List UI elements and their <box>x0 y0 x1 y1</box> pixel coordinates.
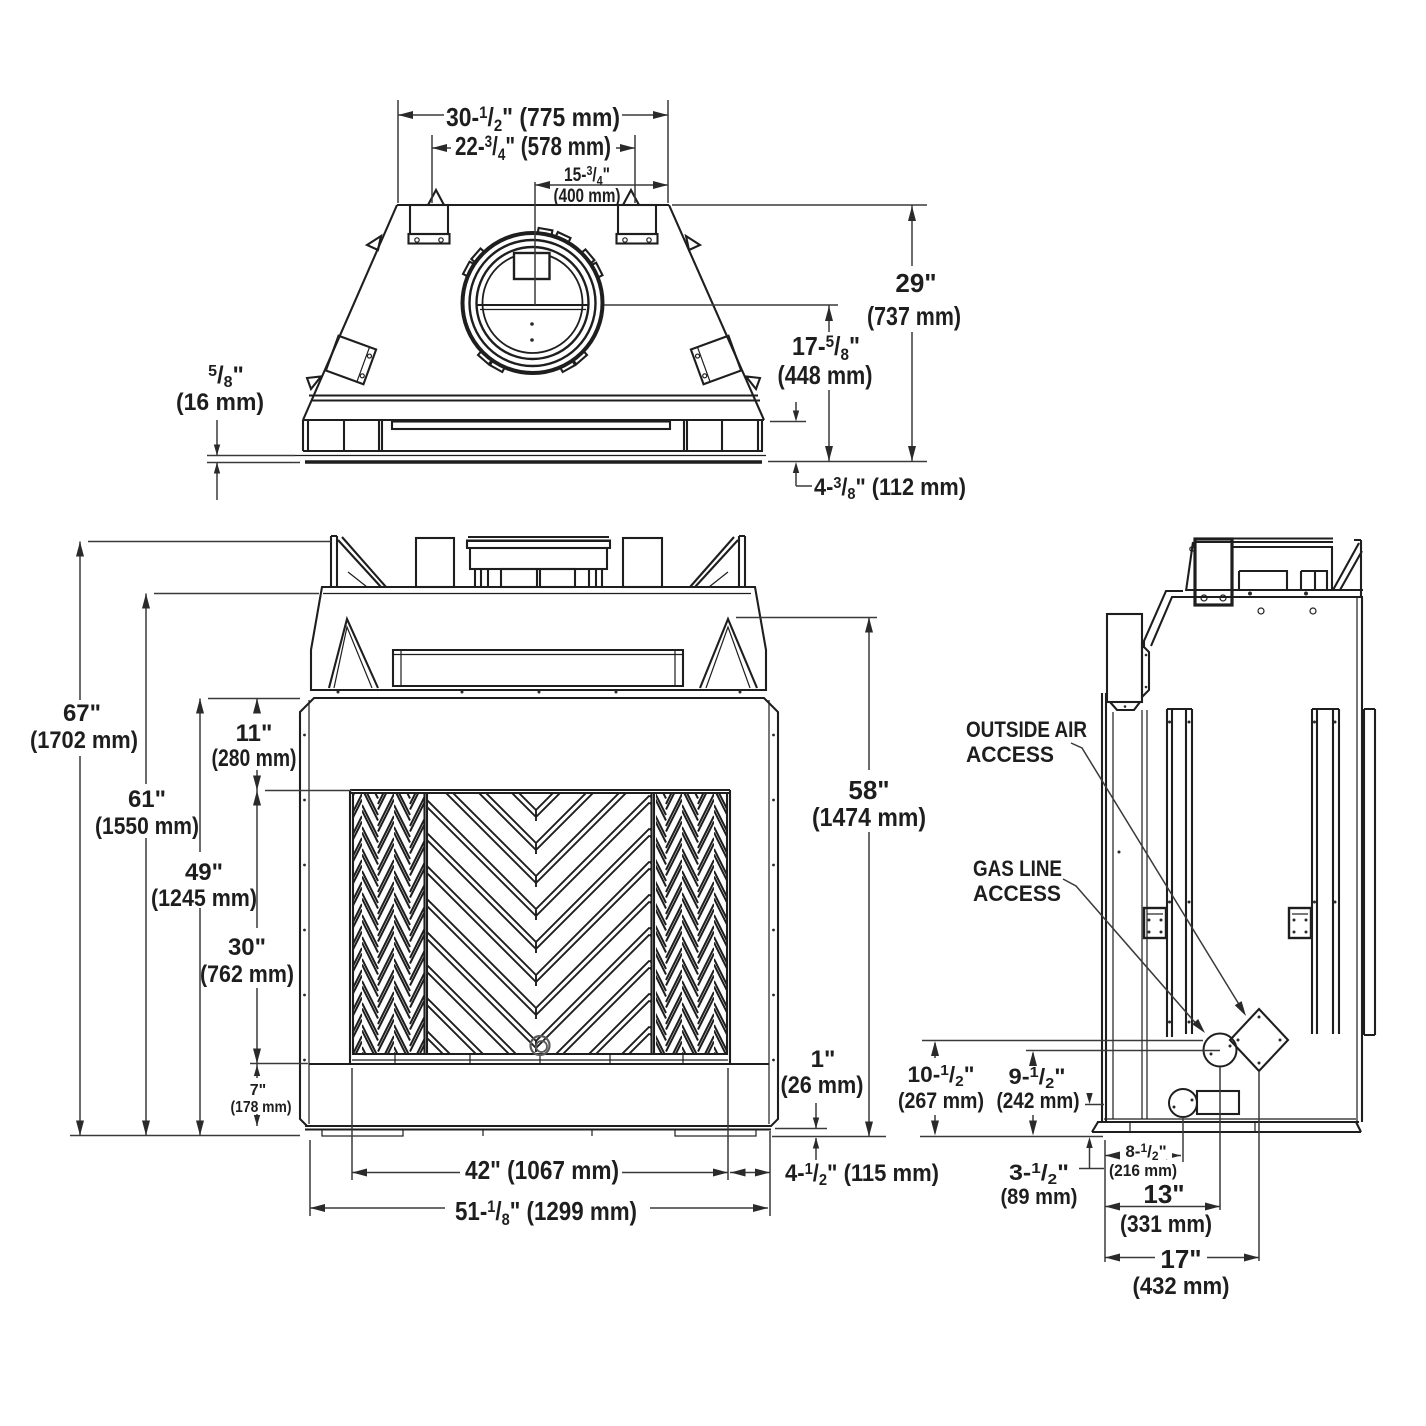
svg-text:GAS LINE: GAS LINE <box>973 856 1062 881</box>
svg-text:4-1/2" (115 mm): 4-1/2" (115 mm) <box>785 1160 939 1189</box>
svg-text:67": 67" <box>63 700 101 727</box>
svg-text:29": 29" <box>895 268 936 298</box>
svg-text:11": 11" <box>236 720 273 747</box>
svg-text:(26 mm): (26 mm) <box>781 1072 864 1099</box>
svg-text:(216 mm): (216 mm) <box>1109 1161 1177 1180</box>
svg-text:(762 mm): (762 mm) <box>200 961 294 988</box>
svg-text:22-3/4" (578 mm): 22-3/4" (578 mm) <box>455 131 611 164</box>
svg-text:(280 mm): (280 mm) <box>212 745 297 772</box>
svg-text:15-3/4": 15-3/4" <box>564 163 610 188</box>
svg-text:(400 mm): (400 mm) <box>554 186 621 207</box>
svg-text:ACCESS: ACCESS <box>966 742 1054 767</box>
svg-text:OUTSIDE AIR: OUTSIDE AIR <box>966 717 1087 742</box>
svg-text:13": 13" <box>1143 1179 1184 1209</box>
svg-text:(331 mm): (331 mm) <box>1120 1211 1212 1238</box>
svg-text:(1474 mm): (1474 mm) <box>812 802 926 832</box>
svg-text:30": 30" <box>228 934 266 961</box>
svg-text:42" (1067 mm): 42" (1067 mm) <box>465 1155 619 1185</box>
svg-text:(432 mm): (432 mm) <box>1133 1273 1230 1300</box>
svg-text:(178 mm): (178 mm) <box>231 1099 292 1116</box>
svg-text:ACCESS: ACCESS <box>973 881 1061 906</box>
svg-text:(267 mm): (267 mm) <box>898 1088 984 1113</box>
svg-text:30-1/2" (775 mm): 30-1/2" (775 mm) <box>446 102 620 135</box>
svg-text:(1245 mm): (1245 mm) <box>151 885 257 912</box>
svg-text:5/8": 5/8" <box>208 362 244 391</box>
svg-text:(737 mm): (737 mm) <box>867 301 961 331</box>
svg-text:(1550 mm): (1550 mm) <box>95 813 199 840</box>
svg-text:(16 mm): (16 mm) <box>176 389 264 416</box>
svg-text:(89 mm): (89 mm) <box>1001 1184 1078 1209</box>
svg-text:17": 17" <box>1160 1244 1201 1274</box>
svg-text:7": 7" <box>250 1082 266 1099</box>
svg-text:(1702 mm): (1702 mm) <box>30 727 138 754</box>
svg-text:17-5/8": 17-5/8" <box>792 331 860 364</box>
svg-text:(448 mm): (448 mm) <box>778 360 873 390</box>
svg-text:49": 49" <box>185 859 223 886</box>
svg-text:58": 58" <box>848 775 889 805</box>
svg-text:51-1/8" (1299 mm): 51-1/8" (1299 mm) <box>455 1196 637 1229</box>
svg-text:1": 1" <box>811 1046 836 1073</box>
svg-text:61": 61" <box>128 786 166 813</box>
svg-text:4-3/8" (112 mm): 4-3/8" (112 mm) <box>814 474 966 503</box>
svg-text:(242 mm): (242 mm) <box>997 1088 1080 1113</box>
